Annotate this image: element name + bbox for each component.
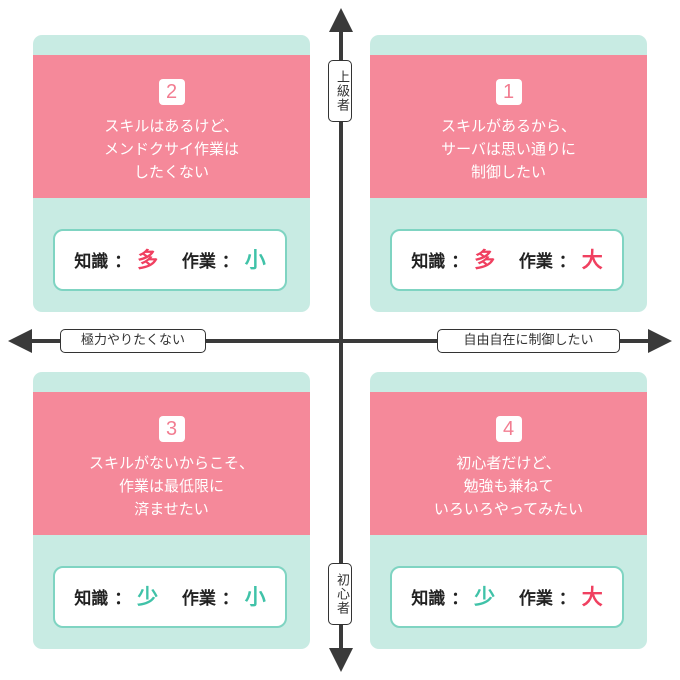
right-arrow xyxy=(648,329,672,353)
quadrant-1: 1 スキルがあるから、 サーバは思い通りに 制御したい 知識 ： 多 作業 ： … xyxy=(370,35,647,312)
up-arrow xyxy=(329,8,353,32)
work-value: 小 xyxy=(244,248,266,272)
separator: ： xyxy=(558,589,576,609)
quadrant-3-header: 3 スキルがないからこそ、 作業は最低限に 済ませたい xyxy=(33,392,310,535)
knowledge-label: 知識 xyxy=(74,589,109,609)
work-label: 作業 xyxy=(518,589,553,609)
quadrant-2-stats: 知識 ： 多 作業 ： 小 xyxy=(53,229,287,291)
knowledge-value: 多 xyxy=(474,248,496,272)
work-value: 小 xyxy=(244,585,266,609)
knowledge-value: 少 xyxy=(474,585,496,609)
quadrant-3: 3 スキルがないからこそ、 作業は最低限に 済ませたい 知識 ： 少 作業 ： … xyxy=(33,372,310,649)
quadrant-2-description: スキルはあるけど、 メンドクサイ作業は したくない xyxy=(103,117,239,181)
axis-label-bottom: 初心者 xyxy=(328,563,352,625)
quadrant-1-number: 1 xyxy=(495,79,522,105)
knowledge-label: 知識 xyxy=(411,252,446,272)
separator: ： xyxy=(451,252,469,272)
quadrant-4: 4 初心者だけど、 勉強も兼ねて いろいろやってみたい 知識 ： 少 作業 ： … xyxy=(370,372,647,649)
quadrant-3-number: 3 xyxy=(158,416,185,442)
quadrant-4-description: 初心者だけど、 勉強も兼ねて いろいろやってみたい xyxy=(433,454,584,518)
separator: ： xyxy=(451,589,469,609)
axis-label-left: 極力やりたくない xyxy=(60,329,206,353)
quadrant-1-stats: 知識 ： 多 作業 ： 大 xyxy=(390,229,624,291)
quadrant-3-description: スキルがないからこそ、 作業は最低限に 済ませたい xyxy=(88,454,254,518)
separator: ： xyxy=(114,589,132,609)
knowledge-label: 知識 xyxy=(74,252,109,272)
quadrant-2-header: 2 スキルはあるけど、 メンドクサイ作業は したくない xyxy=(33,55,310,198)
left-arrow xyxy=(8,329,32,353)
work-label: 作業 xyxy=(181,589,216,609)
quadrant-2-number: 2 xyxy=(158,79,185,105)
quadrant-1-description: スキルがあるから、 サーバは思い通りに 制御したい xyxy=(440,117,576,181)
quadrant-4-number: 4 xyxy=(495,416,522,442)
knowledge-label: 知識 xyxy=(411,589,446,609)
separator: ： xyxy=(221,252,239,272)
down-arrow xyxy=(329,648,353,672)
axis-label-right: 自由自在に制御したい xyxy=(437,329,620,353)
quadrant-4-stats: 知識 ： 少 作業 ： 大 xyxy=(390,566,624,628)
separator: ： xyxy=(558,252,576,272)
separator: ： xyxy=(114,252,132,272)
quadrant-1-header: 1 スキルがあるから、 サーバは思い通りに 制御したい xyxy=(370,55,647,198)
horizontal-axis xyxy=(24,339,656,343)
work-label: 作業 xyxy=(181,252,216,272)
work-value: 大 xyxy=(581,585,603,609)
axis-label-top: 上級者 xyxy=(328,60,352,122)
knowledge-value: 多 xyxy=(137,248,159,272)
quadrant-3-stats: 知識 ： 少 作業 ： 小 xyxy=(53,566,287,628)
separator: ： xyxy=(221,589,239,609)
work-value: 大 xyxy=(581,248,603,272)
quadrant-2: 2 スキルはあるけど、 メンドクサイ作業は したくない 知識 ： 多 作業 ： … xyxy=(33,35,310,312)
knowledge-value: 少 xyxy=(137,585,159,609)
work-label: 作業 xyxy=(518,252,553,272)
quadrant-4-header: 4 初心者だけど、 勉強も兼ねて いろいろやってみたい xyxy=(370,392,647,535)
